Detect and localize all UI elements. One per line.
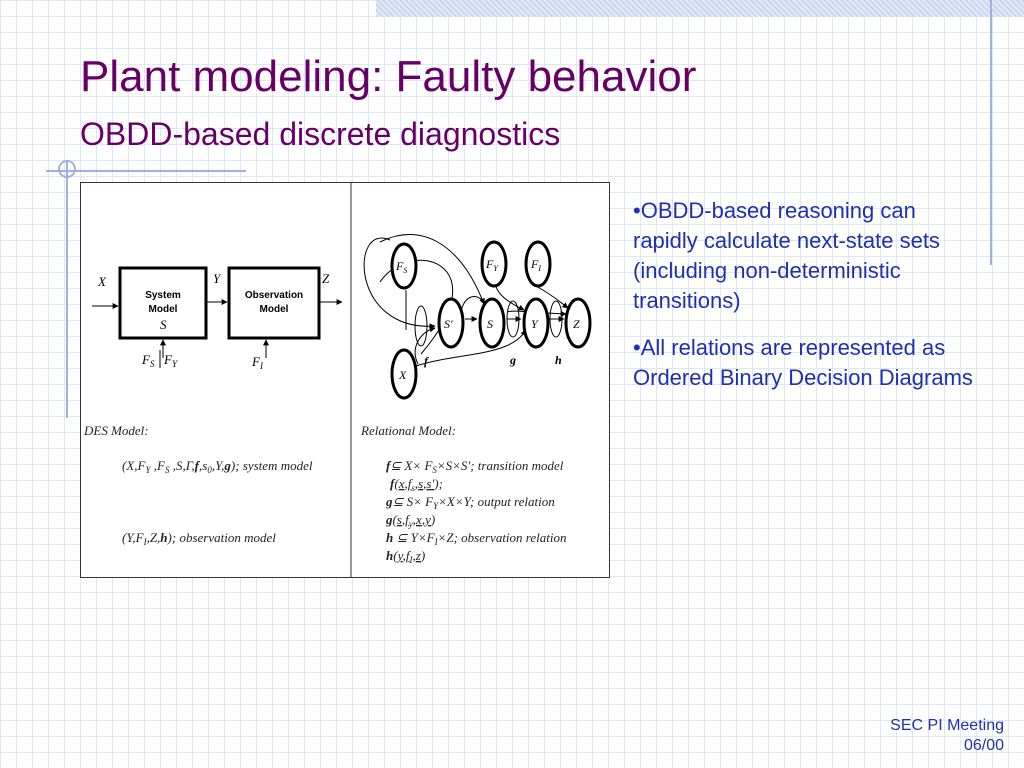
bullet-list: •OBDD-based reasoning can rapidly calcul… (633, 196, 983, 410)
node-y-label: Y (531, 317, 539, 331)
relation-f-label: f (424, 354, 429, 368)
node-s-label: S (487, 317, 493, 331)
output-relation-args: g(s,fy,x,y) (385, 512, 435, 529)
edge-fi-z (535, 285, 569, 309)
node-x-label: X (398, 368, 407, 382)
observation-model-label-2: Model (260, 304, 289, 315)
left-decorative-line (66, 162, 68, 418)
system-model-box (118, 266, 208, 340)
relation-f-oval (414, 305, 428, 347)
system-model-label-1: System (145, 290, 181, 301)
des-system-model: (X,FY ,FS ,S,Γ,f,s0,Y,g); system model (122, 458, 313, 475)
system-state-label: S (160, 317, 167, 332)
top-decorative-bar (376, 0, 1024, 17)
output-relation: g⊆ S× FY×X×Y; output relation (385, 494, 555, 511)
slide-subtitle: OBDD-based discrete diagnostics (80, 116, 561, 152)
model-figure: X System Model S Y Observation Model Z F… (80, 182, 610, 578)
des-observation-model: (Y,FI,Z,h); observation model (122, 530, 276, 547)
footer-date: 06/00 (963, 737, 1004, 754)
transition-model-args: f(x,fs,s,s'); (390, 476, 443, 493)
relation-g-label: g (509, 353, 516, 367)
edge-fs-sprime (363, 237, 436, 330)
fault-fi-label: FI (251, 354, 264, 371)
node-fi-label: FI (530, 257, 541, 273)
edge-fs-s (379, 234, 485, 305)
node-s (478, 297, 506, 349)
title-underline (46, 170, 246, 172)
relation-h-oval (549, 300, 563, 338)
relation-g-oval (506, 300, 520, 338)
edge-x-sprime (414, 326, 436, 365)
observation-model-box (227, 266, 321, 340)
des-model-heading: DES Model: (83, 423, 149, 438)
observation-relation-args: h(y,fI,z) (386, 548, 425, 565)
footer-event: SEC PI Meeting (890, 717, 1004, 734)
des-model-text: DES Model: (X,FY ,FS ,S,Γ,f,s0,Y,g); sys… (83, 423, 313, 547)
slide-title: Plant modeling: Faulty behavior (80, 52, 697, 101)
observation-relation: h ⊆ Y×FI×Z; observation relation (386, 530, 566, 547)
observation-model-label-1: Observation (245, 290, 303, 301)
model-figure-svg: X System Model S Y Observation Model Z F… (80, 182, 610, 578)
bullet-item-relations: •All relations are represented as Ordere… (633, 335, 973, 390)
signal-y-label: Y (213, 271, 222, 286)
node-s-prime-label: S' (444, 317, 453, 331)
slide-footer: SEC PI Meeting 06/00 (890, 716, 1004, 756)
fault-fs-label: FS (141, 352, 155, 369)
right-decorative-line (990, 0, 992, 265)
edge-s-z (506, 310, 567, 317)
system-model-label-2: Model (149, 304, 178, 315)
node-fi (524, 240, 552, 288)
figure-frame (80, 182, 610, 578)
node-s-prime (437, 297, 465, 349)
node-fy-label: FY (485, 257, 499, 273)
des-block-diagram: X System Model S Y Observation Model Z F… (92, 266, 343, 371)
bullet-item-obdd-reasoning: •OBDD-based reasoning can rapidly calcul… (633, 198, 940, 313)
decorative-circle-icon (58, 160, 76, 178)
node-x (390, 348, 418, 400)
node-fs (390, 242, 418, 290)
node-z-label: Z (573, 317, 580, 331)
relational-graph: FS FY FI S' S Y Z X f g h (363, 234, 592, 400)
transition-model-relation: f⊆ X× FS×S×S'; transition model (386, 458, 564, 475)
relation-h-label: h (555, 353, 562, 367)
node-z (564, 297, 592, 349)
edge-x-y (415, 329, 527, 367)
relational-model-text: Relational Model: f⊆ X× FS×S×S'; transit… (360, 423, 566, 565)
fault-fy-label: FY (163, 352, 178, 369)
input-x-label: X (97, 274, 107, 289)
node-fy (480, 240, 508, 288)
node-fs-label: FS (395, 259, 407, 275)
output-z-label: Z (322, 271, 330, 286)
relational-model-heading: Relational Model: (360, 423, 456, 438)
node-y (522, 297, 550, 349)
